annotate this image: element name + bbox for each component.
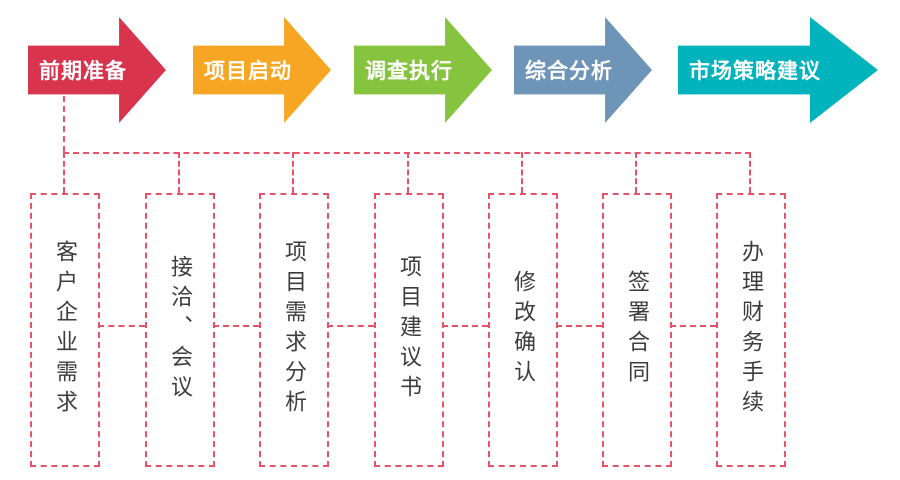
step-label-4: 项目建议书 [397,255,422,405]
step-label-6: 签署合同 [625,270,650,390]
connector-drop-2 [178,152,180,193]
connector-step-4-5 [442,325,488,327]
stage-arrow-5: 市场策略建议 [678,17,878,123]
stage-arrow-1: 前期准备 [28,17,166,123]
stage-label-1: 前期准备 [39,60,127,83]
connector-drop-5 [521,152,523,193]
connector-arrow1-drop [63,96,65,152]
step-label-3: 项目需求分析 [282,240,307,420]
step-label-1: 客户企业需求 [53,240,78,420]
step-box-4: 项目建议书 [374,193,444,467]
stage-label-4: 综合分析 [525,60,613,83]
step-box-7: 办理财务手续 [716,193,786,467]
connector-step-5-6 [556,325,602,327]
connector-drop-7 [749,152,751,193]
step-label-7: 办理财务手续 [739,240,764,420]
connector-step-2-3 [213,325,259,327]
step-box-3: 项目需求分析 [259,193,329,467]
step-label-5: 修改确认 [511,270,536,390]
stage-label-3: 调查执行 [365,60,453,83]
step-box-6: 签署合同 [602,193,672,467]
connector-drop-4 [407,152,409,193]
step-box-1: 客户企业需求 [30,193,100,467]
connector-drop-6 [635,152,637,193]
step-box-5: 修改确认 [488,193,558,467]
connector-step-6-7 [670,325,716,327]
step-label-2: 接洽、会议 [168,255,193,405]
stage-arrow-2: 项目启动 [193,17,331,123]
stage-arrow-4: 综合分析 [514,17,652,123]
connector-drop-3 [292,152,294,193]
step-box-2: 接洽、会议 [145,193,215,467]
connector-step-1-2 [98,325,145,327]
stage-arrow-3: 调查执行 [354,17,492,123]
stage-label-5: 市场策略建议 [689,60,821,83]
connector-step-3-4 [327,325,374,327]
connector-drop-1 [63,152,65,193]
stage-label-2: 项目启动 [204,60,292,83]
